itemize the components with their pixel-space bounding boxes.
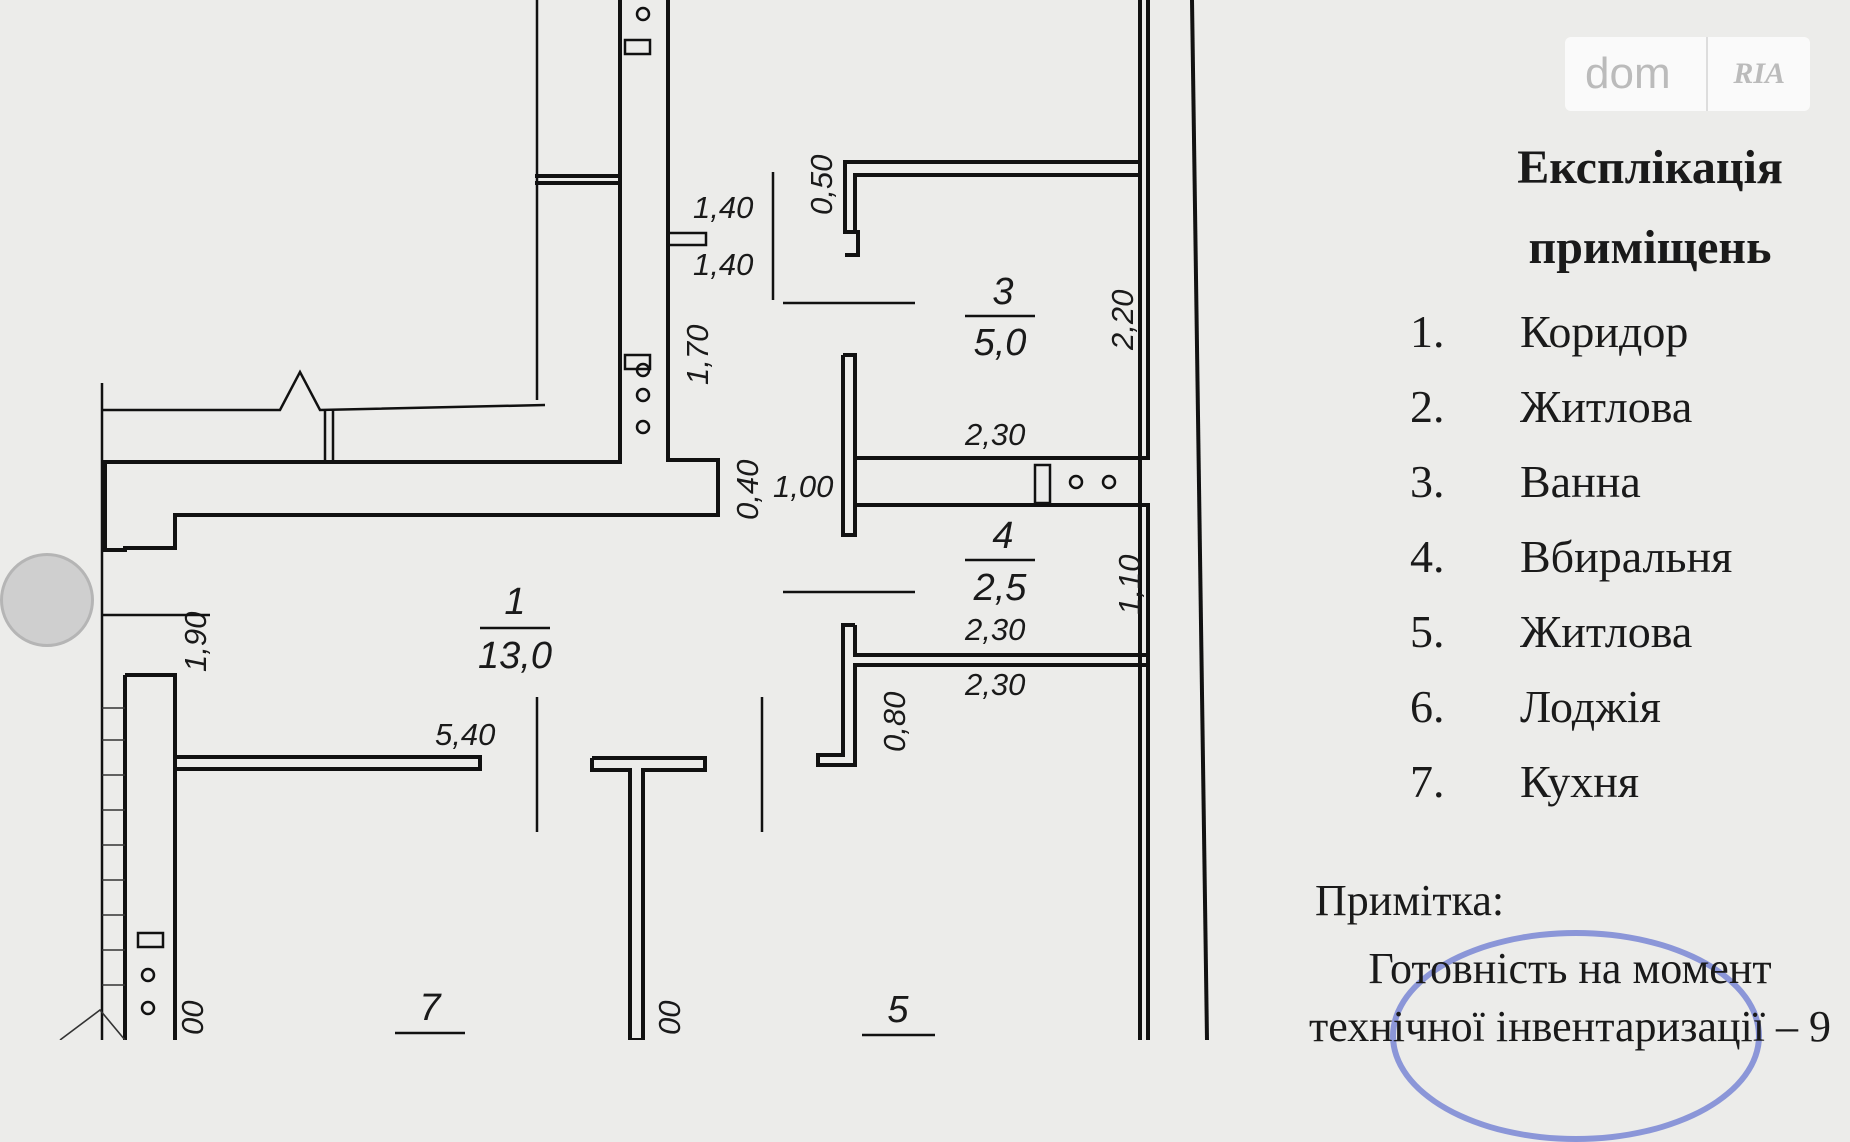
floor-plan-drawing: 3 5,0 4 2,5 1 13,0 7 5 0,50 1,40 1,40 1,… (59, 0, 1209, 1040)
dimension-label: 2,30 (964, 612, 1025, 647)
legend-item: 7. Кухня (1410, 744, 1830, 819)
wall (103, 0, 622, 507)
scroll-handle[interactable] (0, 553, 94, 647)
dimension-label: 1,00 (773, 469, 833, 504)
watermark-ria-logo: RIA (1706, 37, 1810, 111)
kitchen-partition (173, 755, 482, 771)
dimension-label: 2,30 (964, 417, 1025, 452)
corridor-wall-top (103, 0, 720, 552)
legend-item-num: 7. (1410, 756, 1445, 807)
note-line2: технічної інвентаризації – 9 (1309, 1002, 1831, 1051)
dimension-label: 1,90 (178, 612, 213, 672)
room-7-number: 7 (419, 987, 442, 1029)
legend-title-line1: Експлікація (1517, 141, 1783, 194)
room-4-number: 4 (992, 515, 1013, 557)
room-5-number: 5 (887, 989, 909, 1031)
vent-circle (635, 419, 651, 435)
legend-item: 4. Вбиральня (1410, 519, 1830, 594)
dimension-label: 2,30 (964, 667, 1025, 702)
vent-circle (1068, 474, 1084, 490)
legend-item-num: 6. (1410, 681, 1445, 732)
legend-item: 6. Лоджія (1410, 669, 1830, 744)
dimension-label: 0,80 (877, 692, 912, 752)
dimension-label: 2,20 (1105, 290, 1140, 351)
legend-item-num: 2. (1410, 381, 1445, 432)
room-1-number: 1 (504, 581, 525, 623)
hatch-line (59, 1008, 126, 1040)
legend-item-num: 1. (1410, 306, 1445, 357)
legend-list: 1. Коридор 2. Житлова 3. Ванна 4. Вбирал… (1410, 294, 1830, 819)
legend-item: 2. Житлова (1410, 369, 1830, 444)
room-legend: Експлікація приміщень 1. Коридор 2. Житл… (1410, 128, 1830, 819)
vent-duct (623, 38, 652, 56)
kitchen-wall (125, 673, 177, 1040)
legend-item: 3. Ванна (1410, 444, 1830, 519)
note-label: Примітка: (1315, 876, 1505, 925)
legend-item-num: 3. (1410, 456, 1445, 507)
vent-circle (140, 1000, 156, 1016)
legend-item: 5. Житлова (1410, 594, 1830, 669)
room-1-area: 13,0 (478, 635, 552, 677)
outer-wall-right-outer (1190, 0, 1209, 1040)
vent-duct (136, 931, 165, 949)
legend-item-name: Житлова (1520, 606, 1693, 657)
sketch-line (102, 369, 546, 412)
dimension-label: 5,40 (435, 717, 495, 752)
t-partition (590, 756, 707, 1040)
room-3-area: 5,0 (974, 322, 1027, 364)
vent-circle (635, 387, 651, 403)
dimension-label: 00 (652, 1001, 687, 1035)
note-text: Готовність на момент технічної інвентари… (1275, 940, 1850, 1056)
vent-duct (623, 353, 652, 371)
partition (841, 353, 857, 537)
vent-circle (1101, 474, 1117, 490)
dimension-label: 1,10 (1112, 555, 1147, 615)
dimension-label: 0,40 (730, 460, 765, 520)
dimension-label: 1,70 (680, 325, 715, 385)
bath-wall (843, 0, 1142, 257)
legend-item-num: 5. (1410, 606, 1445, 657)
legend-item-num: 4. (1410, 531, 1445, 582)
legend-item-name: Лоджія (1520, 681, 1661, 732)
legend-item: 1. Коридор (1410, 294, 1830, 369)
note-line1: Готовність на момент (1368, 944, 1772, 993)
legend-item-name: Ванна (1520, 456, 1641, 507)
legend-item-name: Житлова (1520, 381, 1693, 432)
bath-wall-inner (853, 0, 1142, 230)
legend-item-name: Коридор (1520, 306, 1689, 357)
vent-circle (140, 967, 156, 983)
legend-item-name: Кухня (1520, 756, 1639, 807)
wc-bottom-wall (816, 623, 1150, 767)
room-3-number: 3 (992, 271, 1013, 313)
dimension-label: 00 (175, 1001, 210, 1035)
domria-watermark: dom RIA (1565, 37, 1810, 111)
bath-bottom-wall (855, 0, 1150, 460)
vent-circle (635, 6, 651, 22)
vent-duct (1033, 463, 1052, 505)
dimension-label: 0,50 (804, 155, 839, 215)
wc-top-wall (855, 503, 1150, 1040)
dimension-label: 1,40 (693, 247, 753, 282)
wall-stub (666, 231, 708, 247)
room-4-area: 2,5 (973, 567, 1028, 609)
legend-item-name: Вбиральня (1520, 531, 1733, 582)
dimension-label: 1,40 (693, 190, 753, 225)
watermark-dom-text: dom (1585, 49, 1671, 98)
legend-title-line2: приміщень (1528, 221, 1772, 274)
